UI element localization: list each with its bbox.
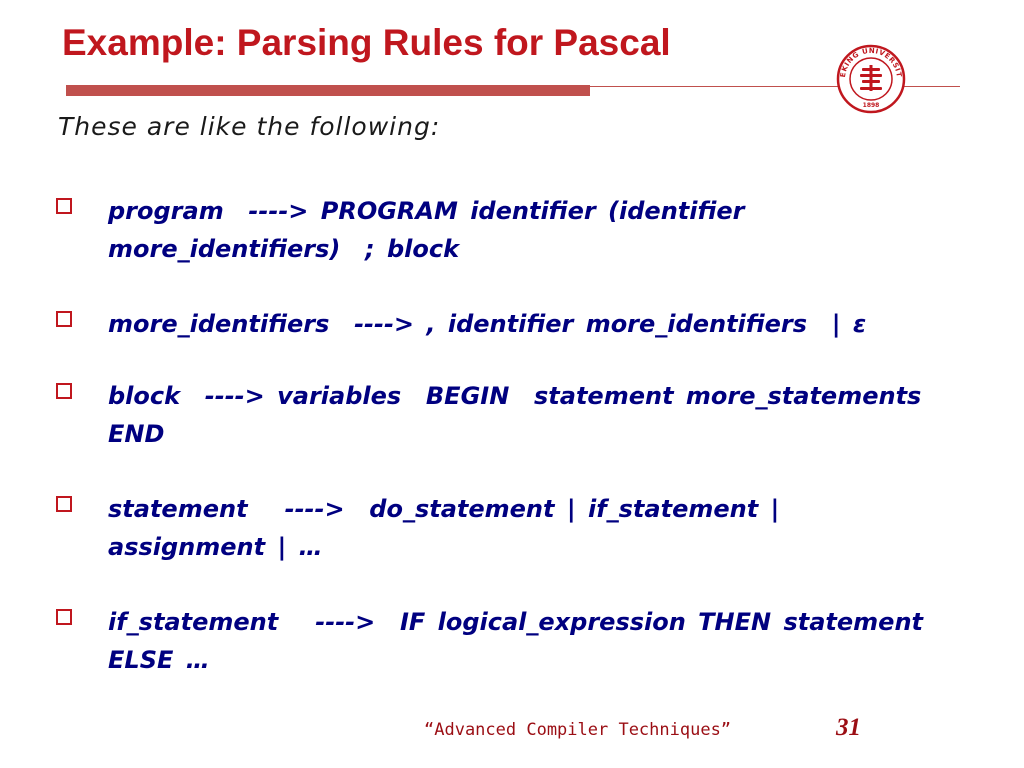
square-bullet-icon [56, 496, 72, 512]
intro-text: These are like the following: [58, 112, 441, 141]
square-bullet-icon [56, 311, 72, 327]
page-number: 31 [836, 714, 861, 741]
square-bullet-icon [56, 609, 72, 625]
bullet-text: if_statement ----> IF logical_expression… [108, 608, 948, 674]
title-underline-line [590, 86, 960, 87]
footer-course-title: “Advanced Compiler Techniques” [424, 720, 732, 740]
bullet-text: program ----> PROGRAM identifier (identi… [108, 197, 757, 263]
title-underline-bar [66, 85, 590, 96]
bullet-text: more_identifiers ----> , identifier more… [108, 310, 867, 338]
logo-year: 1898 [863, 102, 880, 109]
university-logo-icon: PEKING UNIVERSITY 1898 [836, 44, 906, 114]
bullet-text: block ----> variables BEGIN statement mo… [108, 382, 959, 448]
slide-title: Example: Parsing Rules for Pascal [62, 22, 671, 63]
square-bullet-icon [56, 383, 72, 399]
bullet-text: statement ----> do_statement | if_statem… [108, 495, 792, 561]
square-bullet-icon [56, 198, 72, 214]
